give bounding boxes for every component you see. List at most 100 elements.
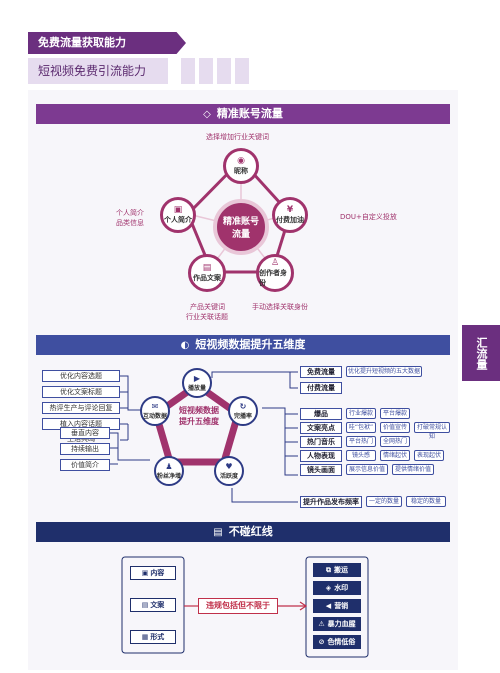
note-top: 选择增加行业关键词: [206, 133, 269, 141]
note-bottom-left-1: 产品关键词: [190, 303, 225, 311]
center-node-data: 短视频数据 提升五维度: [179, 406, 219, 426]
left-item: 生活共鸣: [67, 435, 95, 443]
node-completion: ↻ 完播率: [228, 396, 258, 426]
right-tag: 镜头感: [346, 450, 376, 461]
node-label: 作品文案: [193, 274, 221, 282]
node-label: 个人简介: [164, 216, 192, 224]
left-item-2: 价值简介: [60, 459, 110, 471]
right-tag: 提供情绪价值: [392, 464, 434, 475]
node-label: 播放量: [187, 385, 206, 392]
copy-icon: ⧉: [326, 565, 331, 574]
left-item-2: 持续输出: [60, 443, 110, 455]
node-label: 创作者身份: [259, 269, 287, 287]
main-banner: 免费流量获取能力: [28, 32, 186, 54]
right-tag: 一定的数量: [366, 496, 402, 507]
user-icon: ◉: [237, 156, 245, 166]
note-bottom-left-2: 行业关联话题: [186, 313, 228, 321]
center-node-account: 精准账号 流量: [213, 199, 269, 255]
right-tag: 展示信息价值: [346, 464, 388, 475]
block-icon: ⊘: [318, 638, 325, 646]
money-icon: ¥: [286, 205, 294, 215]
right-tag: 全网热门: [380, 436, 410, 447]
diamond-icon: ◇: [203, 109, 211, 120]
speech-bubble-icon: ◐: [180, 340, 190, 351]
right-tag: 哇“包袱”: [346, 422, 376, 433]
sub-banner: 短视频免费引流能力: [28, 58, 168, 84]
right-tag: 平台爆款: [380, 408, 410, 419]
node-label: 完播率: [233, 413, 252, 420]
node-label: 粉丝净增: [156, 473, 181, 480]
node-paid: ¥ 付费加油: [272, 197, 308, 233]
right-label: 镜头画面: [300, 464, 342, 476]
document-icon: ▤: [213, 527, 223, 538]
section-bar-data: ◐ 短视频数据提升五维度: [36, 335, 450, 355]
item-label: 营销: [334, 602, 349, 610]
right-tag: 情绪起伏: [380, 450, 410, 461]
right-tag: 打破常规认知: [414, 422, 450, 440]
section-title: 短视频数据提升五维度: [195, 338, 306, 351]
side-tab[interactable]: 汇流量: [462, 325, 500, 381]
left-item: 热评生产与评论回复: [42, 402, 120, 414]
section-bar-redline: ▤不碰红线: [36, 522, 450, 542]
item-label: 搬运: [334, 566, 348, 574]
node-label: 昵称: [234, 167, 248, 175]
section-bar-account: ◇ 精准账号流量: [36, 104, 450, 124]
redline-center: 违规包括但不限于: [198, 598, 278, 614]
node-identity: ♙ 创作者身份: [256, 254, 294, 292]
right-tag: 表现起伏: [414, 450, 444, 461]
redline-right-item: ⚠暴力血腥: [313, 617, 361, 631]
warning-icon: ⚠: [318, 620, 325, 628]
play-icon: ▶: [193, 374, 201, 383]
megaphone-icon: ◀: [325, 602, 332, 610]
note-left-1: 个人简介: [116, 209, 144, 217]
node-label: 付费加油: [276, 216, 304, 224]
right-label: 爆品: [300, 408, 342, 420]
item-label: 内容: [150, 569, 165, 577]
node-profile: ▣ 个人简介: [160, 197, 196, 233]
note-left-2: 品类信息: [116, 219, 144, 227]
section-title: 精准账号流量: [216, 107, 283, 120]
redline-right-item: ◈水印: [313, 581, 361, 595]
right-tag: 平台热门: [346, 436, 376, 447]
redline-left-item: ▦形式: [130, 630, 176, 644]
node-fans: ♟ 粉丝净增: [154, 456, 184, 486]
right-label: 提升作品发布频率: [300, 496, 362, 508]
item-label: 色情低俗: [327, 638, 356, 646]
person-icon: ♙: [270, 258, 280, 268]
redline-right-item: ⊘色情低俗: [313, 635, 361, 649]
right-label: 免费流量: [300, 366, 342, 378]
document-icon: ▤: [202, 263, 212, 273]
left-item-2: 垂直内容: [60, 427, 110, 439]
node-nickname: ◉ 昵称: [223, 148, 259, 184]
right-label: 人物表现: [300, 450, 342, 462]
node-activity: ♥ 活跃度: [214, 456, 244, 486]
node-play: ▶ 播放量: [182, 368, 212, 398]
right-tag: 价值宣传: [380, 422, 410, 433]
note-bottom-right: 手动选择关联身份: [252, 303, 308, 311]
node-label: 活跃度: [219, 473, 238, 480]
item-label: 文案: [150, 601, 165, 609]
fans-icon: ♟: [165, 462, 173, 471]
node-label: 互动数据: [142, 413, 167, 420]
right-tag: 稳定的数量: [406, 496, 446, 507]
picture-icon: ▣: [141, 569, 149, 577]
node-interaction: ✉ 互动数据: [140, 396, 170, 426]
item-label: 形式: [150, 633, 165, 641]
right-tag: 行业爆款: [346, 408, 376, 419]
redline-left-item: ▤文案: [130, 598, 176, 612]
left-item: 优化文案标题: [42, 386, 120, 398]
right-label: 文案亮点: [300, 422, 342, 434]
right-tag: 优化提升短视频的五大数据: [346, 366, 422, 377]
loop-icon: ↻: [239, 402, 247, 411]
note-right: DOU+自定义投放: [340, 213, 397, 221]
item-label: 暴力血腥: [327, 620, 356, 628]
grid-icon: ▦: [141, 633, 149, 641]
right-label: 付费流量: [300, 382, 342, 394]
left-item: 优化内容选题: [42, 370, 120, 382]
text-icon: ▤: [141, 601, 149, 609]
heart-icon: ♥: [225, 462, 233, 471]
chat-icon: ✉: [151, 402, 159, 411]
profile-icon: ▣: [173, 205, 183, 215]
right-label: 热门音乐: [300, 436, 342, 448]
